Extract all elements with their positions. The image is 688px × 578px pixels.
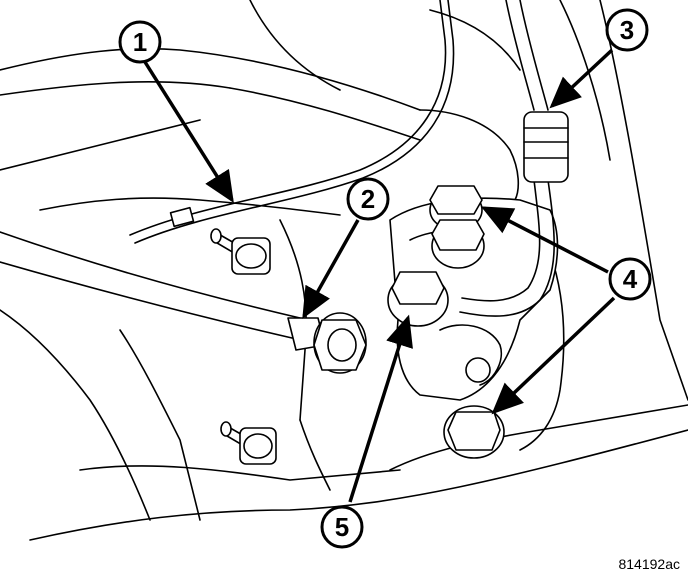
bolt-item-5 (387, 271, 449, 327)
leader-arrow-3 (549, 48, 614, 109)
leader-arrow-2 (302, 219, 360, 320)
wire-harness (129, 0, 455, 244)
bolt-upper-b (431, 219, 485, 269)
leader-arrow-4b (491, 296, 616, 415)
callout-5: 5 (320, 505, 364, 549)
callout-1-label: 1 (133, 27, 147, 57)
callout-4: 4 (608, 257, 652, 301)
callout-3-label: 3 (620, 15, 634, 45)
figure-id-label: 814192ac (618, 556, 680, 572)
mounting-stud-lower (220, 421, 277, 465)
callout-5-label: 5 (335, 512, 349, 542)
brake-line-right (459, 0, 569, 317)
mounting-stud-upper (210, 228, 271, 275)
callout-2: 2 (346, 177, 390, 221)
leader-arrow-5 (348, 314, 413, 503)
callout-2-label: 2 (361, 184, 375, 214)
leader-arrow-4a (480, 206, 609, 274)
bolt-lower (443, 405, 505, 459)
callout-1: 1 (118, 20, 162, 64)
leader-arrow-1 (143, 61, 234, 203)
callout-3: 3 (605, 8, 649, 52)
engine-block-outline (0, 0, 688, 541)
brake-line-left (0, 231, 367, 374)
callout-4-label: 4 (623, 264, 638, 294)
